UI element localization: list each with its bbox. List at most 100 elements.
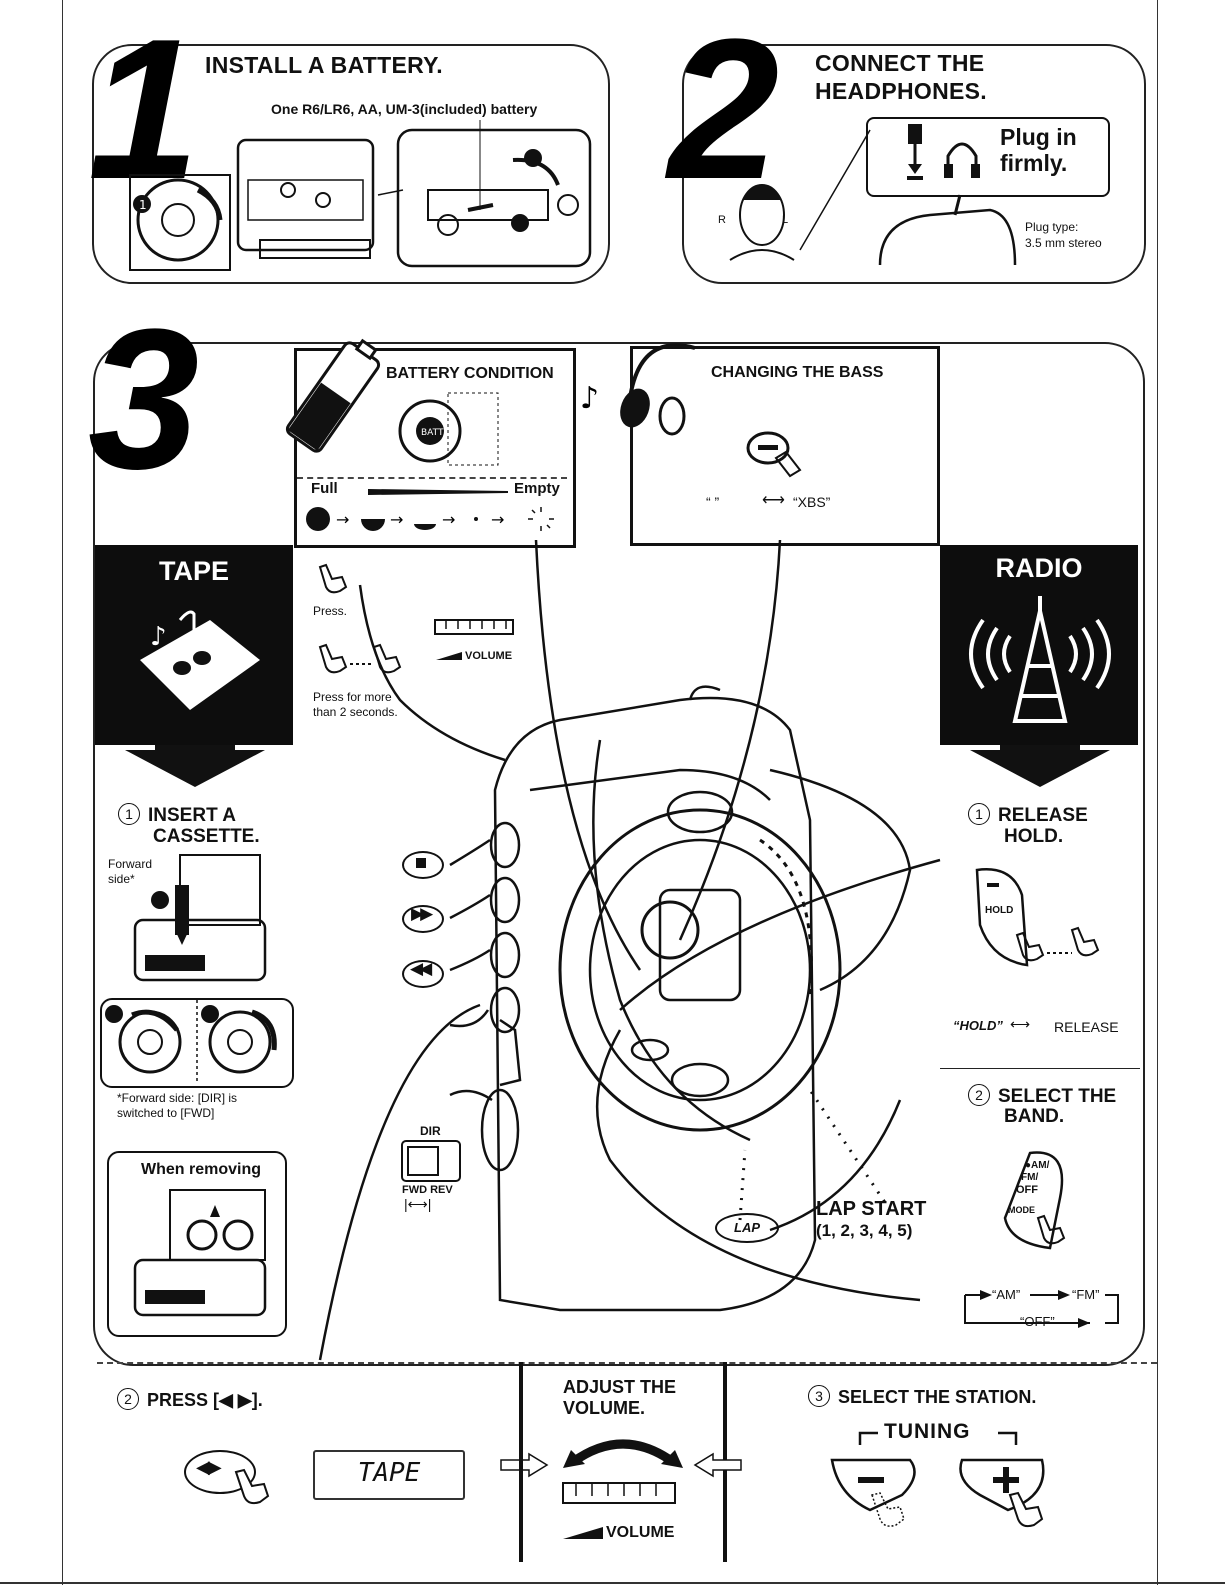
bass-toggle-left: “ ” xyxy=(706,494,720,510)
tape-insert-line1: INSERT A xyxy=(148,805,236,826)
step1-subtitle: One R6/LR6, AA, UM-3(included) battery xyxy=(271,101,538,117)
cassette-player-icon: ♪ xyxy=(140,610,260,710)
battery-level-bar xyxy=(368,489,508,495)
radio-divider xyxy=(940,1068,1140,1069)
lap-start-numbers: (1, 2, 3, 4, 5) xyxy=(816,1221,913,1240)
battery-condition-title: BATTERY CONDITION xyxy=(386,365,554,382)
tape-heading: TAPE xyxy=(158,556,229,586)
knob-box xyxy=(100,998,294,1088)
dir-switch-slider xyxy=(407,1146,439,1176)
dir-label: DIR xyxy=(420,1124,441,1138)
volume-adjust-arrow xyxy=(563,1439,683,1468)
lap-icon: LAP xyxy=(715,1213,779,1243)
plug-in-text-line1: Plug in xyxy=(1000,124,1077,150)
arrow-to-volume-right xyxy=(693,1452,742,1478)
release-line1: RELEASE xyxy=(998,805,1088,826)
fast-forward-button[interactable] xyxy=(402,905,444,933)
release-line2: HOLD. xyxy=(1004,826,1064,847)
remove-cassette-illustration xyxy=(133,1189,267,1317)
radio-tower-icon xyxy=(969,596,1111,723)
step1-number: 1 xyxy=(88,0,200,221)
hold-toggle-arrow: ⟷ xyxy=(1010,1016,1031,1032)
step3-number: 3 xyxy=(88,288,200,511)
mode-switch-illustration xyxy=(1003,1151,1066,1250)
press-more-line2: than 2 seconds. xyxy=(313,705,398,719)
mode-label-am: ●AM/ xyxy=(1025,1160,1050,1171)
tape-down-arrow xyxy=(125,745,265,787)
cycle-fm: “FM” xyxy=(1072,1287,1100,1302)
circle-num-3: 3 xyxy=(808,1385,830,1407)
radio-step2-label: 2 SELECT THE xyxy=(968,1084,1116,1108)
battery-icon xyxy=(285,338,381,453)
adjust-line1: ADJUST THE xyxy=(563,1377,677,1397)
volume-label-bottom: VOLUME xyxy=(606,1524,675,1541)
bottom-page-edge xyxy=(0,1582,1225,1584)
head-illustration xyxy=(729,129,871,261)
plug-icon xyxy=(907,124,923,180)
bass-box xyxy=(630,346,940,546)
player-body-illustration xyxy=(318,539,941,1361)
tape-display: TAPE xyxy=(313,1450,465,1500)
volume-label-top: VOLUME xyxy=(465,650,513,662)
dir-switch[interactable] xyxy=(401,1140,461,1182)
fast-forward-icon: ▶▶ xyxy=(411,904,433,923)
fwd-rev-label: FWD REV xyxy=(402,1184,453,1196)
tape-insert-line2: CASSETTE. xyxy=(153,826,260,847)
cycle-off: “OFF” xyxy=(1020,1314,1055,1329)
bass-toggle-right: “XBS” xyxy=(793,494,831,510)
battery-dashed-divider xyxy=(297,477,567,479)
cycle-am: “AM” xyxy=(992,1287,1021,1302)
arrow-to-volume-left xyxy=(500,1452,549,1478)
rewind-button[interactable] xyxy=(402,960,444,988)
hold-toggle-right: RELEASE xyxy=(1054,1019,1119,1035)
left-ear-label: L xyxy=(782,214,789,226)
when-removing-label: When removing xyxy=(141,1161,262,1178)
stop-icon xyxy=(416,858,426,868)
battery-level-sequence: → → → → xyxy=(306,507,554,531)
device-top-illustration xyxy=(878,194,1017,266)
circle-num-2-radio: 2 xyxy=(968,1084,990,1106)
svg-text:1: 1 xyxy=(139,198,147,212)
band-line2: BAND. xyxy=(1004,1106,1065,1127)
right-page-edge xyxy=(1157,0,1158,1585)
volume-wheel-icon xyxy=(434,619,514,635)
circle-num-1-radio: 1 xyxy=(968,803,990,825)
volume-wheel-bottom xyxy=(562,1482,676,1504)
tape-step1-label: 1 INSERT A xyxy=(118,803,236,827)
svg-text:→: → xyxy=(442,510,455,529)
press-finger-icon xyxy=(318,563,348,594)
plug-type-line2: 3.5 mm stereo xyxy=(1025,236,1102,250)
mode-label-mode: MODE xyxy=(1008,1205,1035,1215)
tuning-up-button[interactable] xyxy=(950,1455,1060,1540)
step1-panel xyxy=(92,44,610,284)
radio-step1-label: 1 RELEASE xyxy=(968,803,1088,827)
plug-type-line1: Plug type: xyxy=(1025,220,1079,234)
band-cycle-arrows xyxy=(964,1290,1119,1328)
battery-full-label: Full xyxy=(311,480,338,497)
batt-button-icon: BATT xyxy=(398,392,499,466)
battery-install-illustration: 1 xyxy=(129,120,592,271)
lap-start-label: LAP START xyxy=(816,1198,927,1220)
headphones-icon xyxy=(944,142,980,178)
svg-text:→: → xyxy=(336,510,349,529)
volume-ramp-bottom xyxy=(563,1527,603,1539)
knob-open-close-illustration xyxy=(105,1000,277,1082)
hold-label: HOLD xyxy=(985,905,1014,916)
plug-in-text-line2: firmly. xyxy=(1000,150,1068,176)
radio-down-arrow xyxy=(970,745,1110,787)
play-finger-icon xyxy=(234,1468,270,1505)
hold-toggle-left: “HOLD” xyxy=(953,1018,1003,1033)
adjust-line2: VOLUME. xyxy=(563,1398,646,1418)
left-page-edge xyxy=(62,0,63,1585)
bass-toggle-arrow: ⟷ xyxy=(762,492,785,509)
band-line1: SELECT THE xyxy=(998,1086,1117,1107)
svg-text:BATT: BATT xyxy=(421,428,444,438)
tuning-down-button[interactable] xyxy=(830,1455,930,1535)
mode-label-fm: FM/ xyxy=(1021,1172,1039,1183)
step1-title: INSTALL A BATTERY. xyxy=(205,52,443,78)
forward-side-line2: side* xyxy=(108,872,135,886)
insert-cassette-illustration xyxy=(133,854,267,982)
circle-num-1: 1 xyxy=(118,803,140,825)
step2-title-line1: CONNECT THE xyxy=(815,50,985,76)
